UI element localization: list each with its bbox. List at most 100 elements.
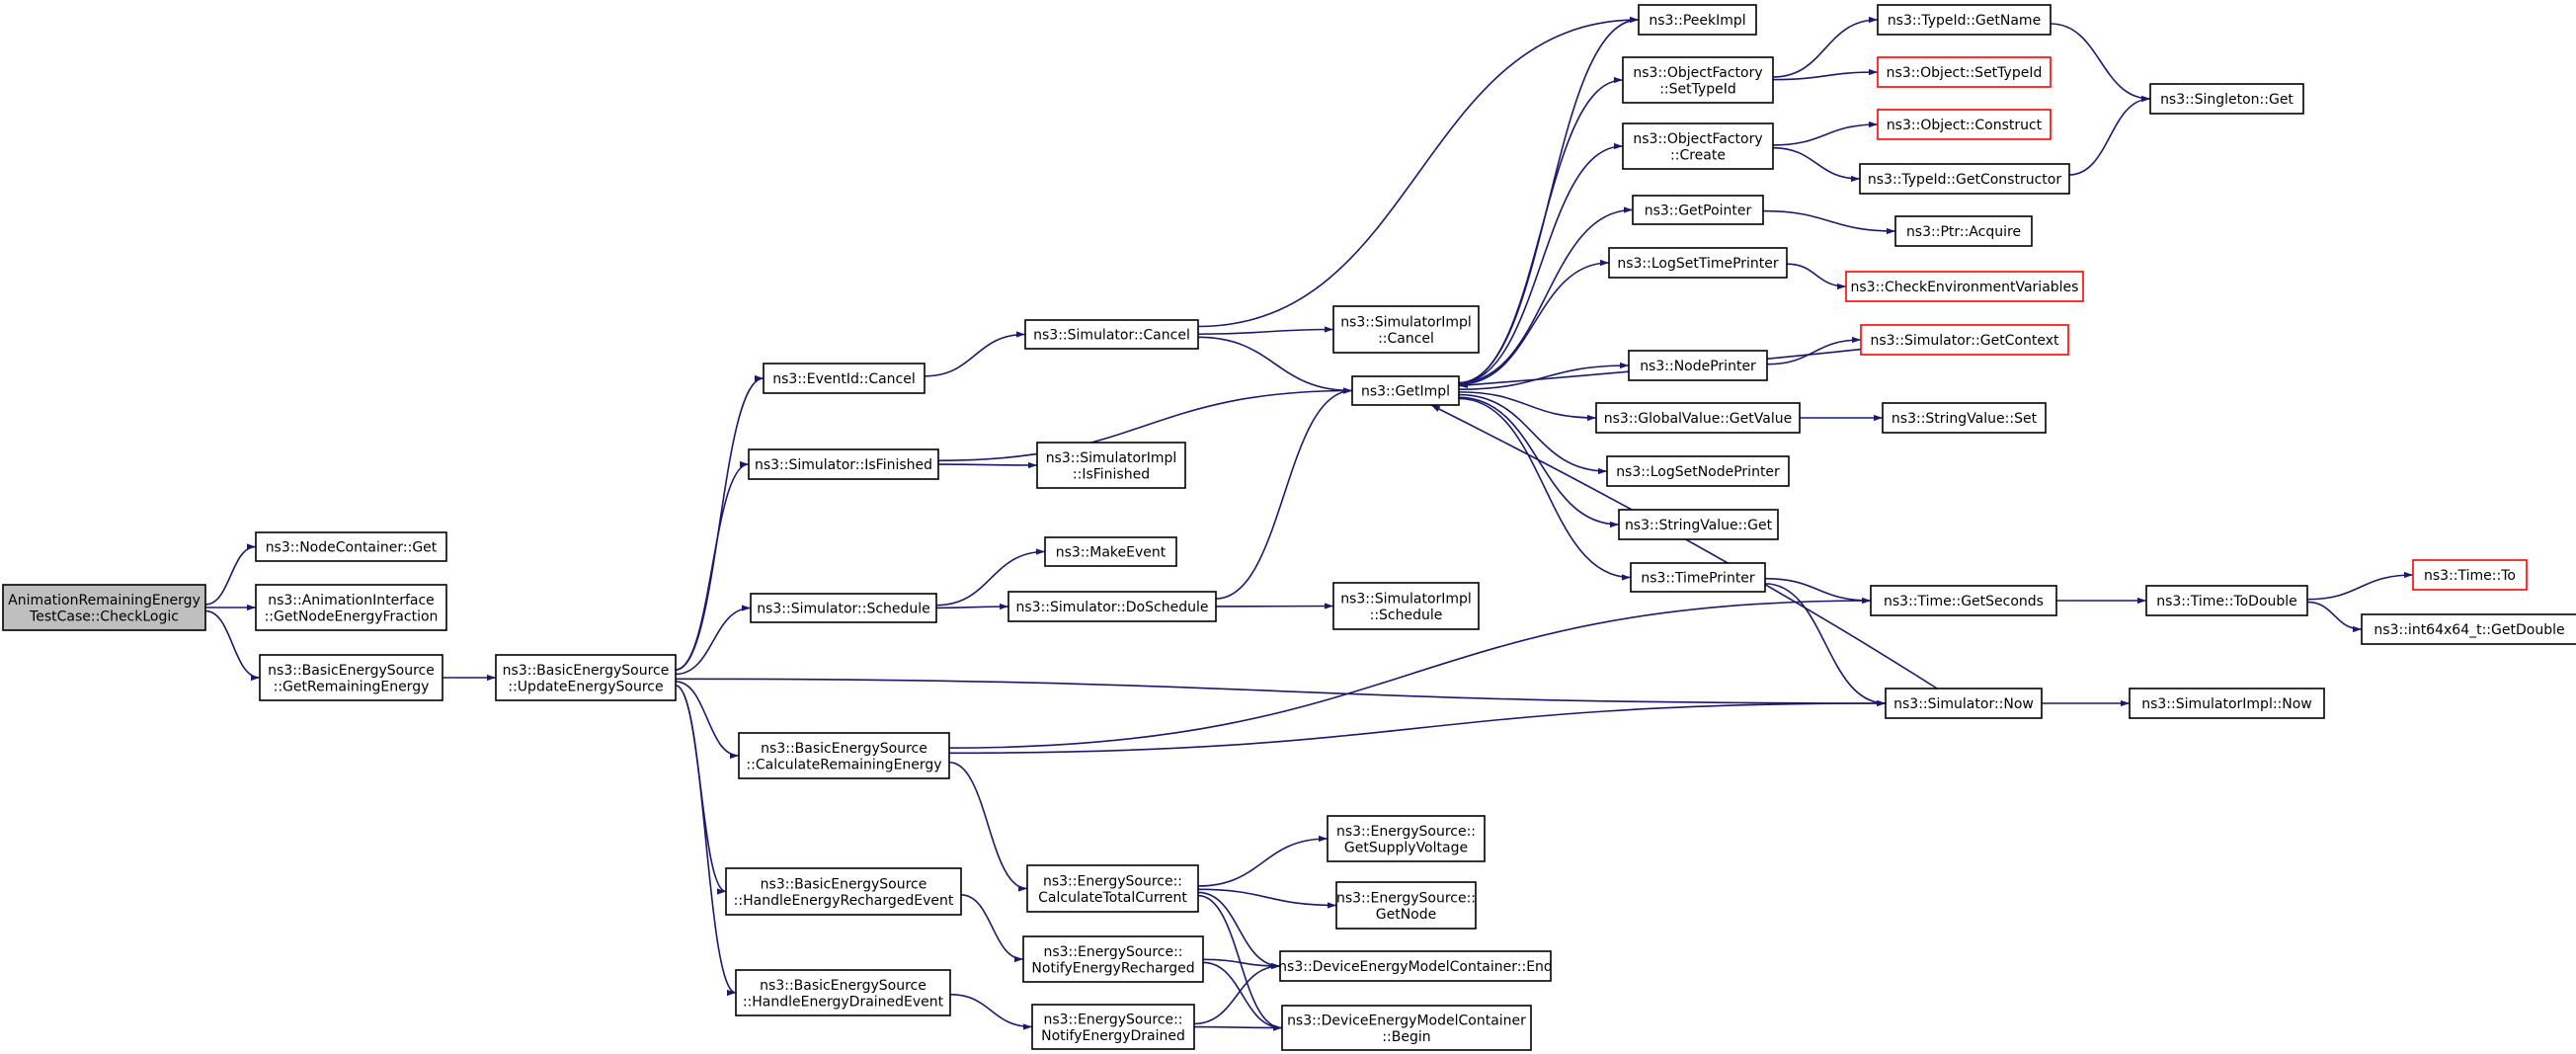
edge-line	[1766, 336, 1862, 365]
node-typeid-getname[interactable]: ns3::TypeId::GetName	[1877, 4, 2052, 36]
node-sim-cancel[interactable]: ns3::Simulator::Cancel	[1024, 319, 1199, 350]
node-time-to[interactable]: ns3::Time::To	[2412, 559, 2528, 591]
edge-line	[675, 460, 750, 671]
node-label: ns3::SimulatorImpl::Now	[2141, 696, 2312, 712]
node-label: ns3::EnergySource::	[1336, 824, 1476, 840]
edge-line	[937, 387, 1353, 462]
node-bes-calcremaining[interactable]: ns3::BasicEnergySource::CalculateRemaini…	[738, 732, 950, 779]
node-label: ns3::GetPointer	[1645, 203, 1752, 219]
node-label: GetSupplyVoltage	[1344, 840, 1468, 855]
node-label: ns3::SimulatorImpl	[1046, 450, 1177, 466]
node-logsetnodeprinter[interactable]: ns3::LogSetNodePrinter	[1606, 455, 1790, 487]
call-edge-es_notifydrained-to-demc_begin	[1193, 1024, 1283, 1031]
node-es-calctotal[interactable]: ns3::EnergySource::CalculateTotalCurrent	[1026, 864, 1199, 913]
node-label: ns3::MakeEvent	[1056, 545, 1167, 561]
node-label: TestCase::CheckLogic	[29, 608, 179, 624]
node-time-todouble[interactable]: ns3::Time::ToDouble	[2145, 585, 2308, 616]
node-time-getseconds[interactable]: ns3::Time::GetSeconds	[1870, 585, 2057, 616]
node-makeevent[interactable]: ns3::MakeEvent	[1044, 536, 1177, 567]
node-object-settypeid[interactable]: ns3::Object::SetTypeId	[1877, 56, 2052, 88]
node-demc-begin[interactable]: ns3::DeviceEnergyModelContainer::Begin	[1281, 1005, 1532, 1051]
node-label: ns3::Time::ToDouble	[2156, 594, 2297, 609]
node-bes-recharged[interactable]: ns3::BasicEnergySource::HandleEnergyRech…	[725, 867, 962, 916]
node-peekimpl[interactable]: ns3::PeekImpl	[1638, 4, 1757, 36]
edge-line	[1197, 891, 1281, 970]
node-label: ::HandleEnergyDrainedEvent	[743, 994, 944, 1010]
call-edge-sim_isfinished-to-simimpl_isfinished	[937, 461, 1038, 469]
edge-line	[935, 603, 1009, 610]
node-box	[1606, 455, 1790, 487]
node-object-construct[interactable]: ns3::Object::Construct	[1877, 109, 2052, 140]
node-box	[2129, 688, 2325, 719]
edge-line	[204, 543, 257, 606]
node-sv-get[interactable]: ns3::StringValue::Get	[1618, 509, 1779, 540]
node-label: ns3::GlobalValue::GetValue	[1604, 411, 1792, 427]
edge-line	[1197, 835, 1328, 887]
node-sim-isfinished[interactable]: ns3::Simulator::IsFinished	[748, 448, 939, 480]
node-box	[1618, 509, 1779, 540]
node-of-settypeid[interactable]: ns3::ObjectFactory::SetTypeId	[1622, 56, 1774, 104]
node-simimpl-schedule[interactable]: ns3::SimulatorImpl::Schedule	[1332, 582, 1480, 630]
node-box	[255, 584, 447, 631]
node-bes-getremaining[interactable]: ns3::BasicEnergySource::GetRemainingEner…	[259, 654, 443, 701]
edge-line	[1193, 1024, 1283, 1031]
node-demc-end[interactable]: ns3::DeviceEnergyModelContainer::End	[1278, 950, 1553, 982]
node-sim-schedule[interactable]: ns3::Simulator::Schedule	[750, 593, 937, 623]
node-label: ns3::DeviceEnergyModelContainer	[1287, 1013, 1526, 1028]
node-eventid-cancel[interactable]: ns3::EventId::Cancel	[763, 363, 926, 394]
call-edge-sim_now-to-getimpl	[1430, 404, 1938, 689]
node-nodecontainer-get[interactable]: ns3::NodeContainer::Get	[255, 531, 447, 562]
node-sim-getcontext[interactable]: ns3::Simulator::GetContext	[1860, 324, 2069, 356]
node-es-getsupply[interactable]: ns3::EnergySource::GetSupplyVoltage	[1327, 815, 1486, 862]
node-es-notifydrained[interactable]: ns3::EnergySource::NotifyEnergyDrained	[1031, 1004, 1195, 1050]
node-getpointer[interactable]: ns3::GetPointer	[1632, 195, 1764, 225]
node-box	[725, 867, 962, 916]
node-es-getnode[interactable]: ns3::EnergySource::GetNode	[1335, 881, 1477, 930]
node-singleton-get[interactable]: ns3::Singleton::Get	[2149, 83, 2304, 115]
node-box	[1859, 163, 2070, 195]
node-bes-update[interactable]: ns3::BasicEnergySource::UpdateEnergySour…	[495, 654, 677, 701]
call-edge-timeprinter-to-sim_now	[1764, 583, 1887, 707]
node-simimpl-cancel[interactable]: ns3::SimulatorImpl::Cancel	[1332, 305, 1480, 354]
edge-line	[1764, 583, 1887, 707]
call-edge-time_todouble-to-time_to	[2306, 571, 2414, 601]
node-es-notifyrecharged[interactable]: ns3::EnergySource::NotifyEnergyRecharged	[1022, 935, 1204, 983]
call-edge-logsettimeprinter-to-checkenv	[1786, 263, 1847, 290]
node-timeprinter[interactable]: ns3::TimePrinter	[1630, 562, 1766, 593]
node-label: ns3::Object::Construct	[1887, 118, 2043, 133]
node-anim-getfraction[interactable]: ns3::AnimationInterface::GetNodeEnergyFr…	[255, 584, 447, 631]
node-box	[1638, 4, 1757, 36]
edge-line	[1197, 894, 1283, 1031]
edge-line	[935, 548, 1046, 607]
node-label: ::Begin	[1382, 1029, 1430, 1045]
node-bes-drained[interactable]: ns3::BasicEnergySource::HandleEnergyDrai…	[735, 969, 951, 1016]
node-ptr-acquire[interactable]: ns3::Ptr::Acquire	[1894, 215, 2033, 247]
node-sv-set[interactable]: ns3::StringValue::Set	[1882, 402, 2047, 434]
call-edge-sim_isfinished-to-getimpl	[937, 387, 1353, 462]
node-of-create[interactable]: ns3::ObjectFactory::Create	[1622, 122, 1774, 170]
node-getimpl[interactable]: ns3::GetImpl	[1351, 375, 1460, 406]
node-label: ns3::Simulator::DoSchedule	[1016, 600, 1209, 615]
edge-line	[1197, 336, 1353, 394]
edge-line	[204, 609, 261, 682]
node-box	[748, 448, 939, 480]
node-simimpl-isfinished[interactable]: ns3::SimulatorImpl::IsFinished	[1036, 442, 1186, 489]
node-label: ns3::CheckEnvironmentVariables	[1851, 280, 2079, 295]
node-label: ns3::LogSetNodePrinter	[1616, 464, 1780, 480]
node-sim-now[interactable]: ns3::Simulator::Now	[1885, 688, 2043, 719]
node-label: ::HandleEnergyRechargedEvent	[734, 893, 954, 909]
node-typeid-getconstructor[interactable]: ns3::TypeId::GetConstructor	[1859, 163, 2070, 195]
node-label: NotifyEnergyRecharged	[1031, 960, 1194, 976]
node-label: GetNode	[1376, 907, 1437, 923]
node-simimpl-now[interactable]: ns3::SimulatorImpl::Now	[2129, 688, 2325, 719]
node-int64-getdouble[interactable]: ns3::int64x64_t::GetDouble	[2361, 613, 2576, 645]
node-label: ns3::AnimationInterface	[268, 593, 435, 608]
node-nodeprinter[interactable]: ns3::NodePrinter	[1628, 350, 1768, 381]
node-logsettimeprinter[interactable]: ns3::LogSetTimePrinter	[1608, 247, 1788, 279]
node-checkenv[interactable]: ns3::CheckEnvironmentVariables	[1845, 271, 2084, 302]
edge-line	[1764, 577, 1872, 605]
call-edge-root-to-bes_getremaining	[204, 609, 261, 682]
node-sim-doschedule[interactable]: ns3::Simulator::DoSchedule	[1007, 591, 1217, 622]
node-gv-getvalue[interactable]: ns3::GlobalValue::GetValue	[1595, 402, 1801, 434]
